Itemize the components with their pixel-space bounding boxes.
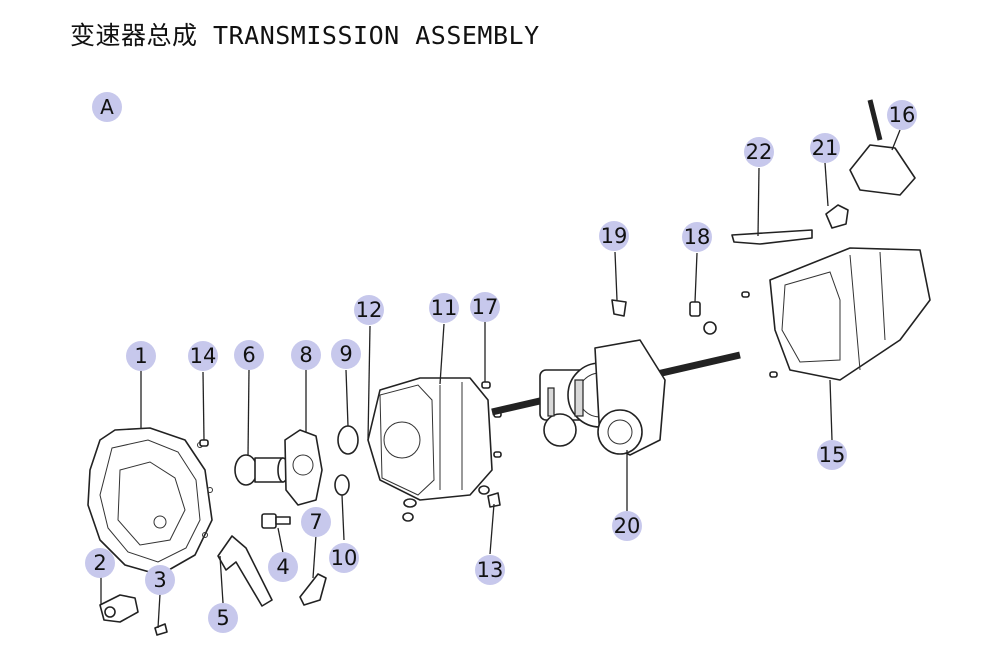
part-21-fitting (825, 204, 849, 229)
callout-21[interactable]: 21 (810, 133, 840, 163)
callout-6[interactable]: 6 (234, 340, 264, 370)
leader-lines (100, 129, 901, 629)
part-14-dowel (199, 439, 209, 447)
callout-15[interactable]: 15 (817, 440, 847, 470)
part-13-plug (478, 485, 501, 508)
part-16-shift-lever (849, 99, 916, 196)
callout-13[interactable]: 13 (475, 555, 505, 585)
callout-3[interactable]: 3 (145, 565, 175, 595)
callout-11[interactable]: 11 (429, 293, 459, 323)
callout-4[interactable]: 4 (268, 552, 298, 582)
callout-10[interactable]: 10 (329, 543, 359, 573)
callout-7[interactable]: 7 (301, 507, 331, 537)
callout-1[interactable]: 1 (126, 341, 156, 371)
callout-12[interactable]: 12 (354, 295, 384, 325)
part-4-bolt (261, 513, 291, 529)
part-11-transmission-case (367, 377, 493, 522)
part-8-bearing-retainer (284, 429, 323, 506)
part-5-release-fork (217, 535, 273, 607)
callout-5[interactable]: 5 (208, 603, 238, 633)
part-3-pin (154, 623, 168, 636)
part-7-bracket (299, 573, 327, 606)
diagram-title: 变速器总成 TRANSMISSION ASSEMBLY (70, 21, 540, 50)
part-1-clutch-housing (87, 427, 213, 576)
part-10-snap-ring (334, 474, 350, 496)
callout-8[interactable]: 8 (291, 340, 321, 370)
callout-9[interactable]: 9 (331, 339, 361, 369)
part-22-shift-rod (731, 229, 813, 245)
callout-17[interactable]: 17 (470, 292, 500, 322)
part-9-snap-ring (337, 425, 359, 455)
part-2-fitting (99, 594, 139, 623)
part-19-clip (611, 299, 627, 317)
part-15-extension-housing (741, 247, 931, 381)
callout-20[interactable]: 20 (612, 511, 642, 541)
callout-19[interactable]: 19 (599, 221, 629, 251)
callout-18[interactable]: 18 (682, 222, 712, 252)
callout-22[interactable]: 22 (744, 137, 774, 167)
section-label-a: A (92, 92, 122, 122)
part-6-release-bearing (234, 454, 289, 486)
part-17-dowel (481, 381, 491, 389)
part-20-gear-train (491, 339, 741, 456)
callout-2[interactable]: 2 (85, 548, 115, 578)
callout-16[interactable]: 16 (887, 100, 917, 130)
callout-14[interactable]: 14 (188, 341, 218, 371)
dowel-pin (493, 451, 502, 458)
part-18-switch (689, 301, 717, 335)
